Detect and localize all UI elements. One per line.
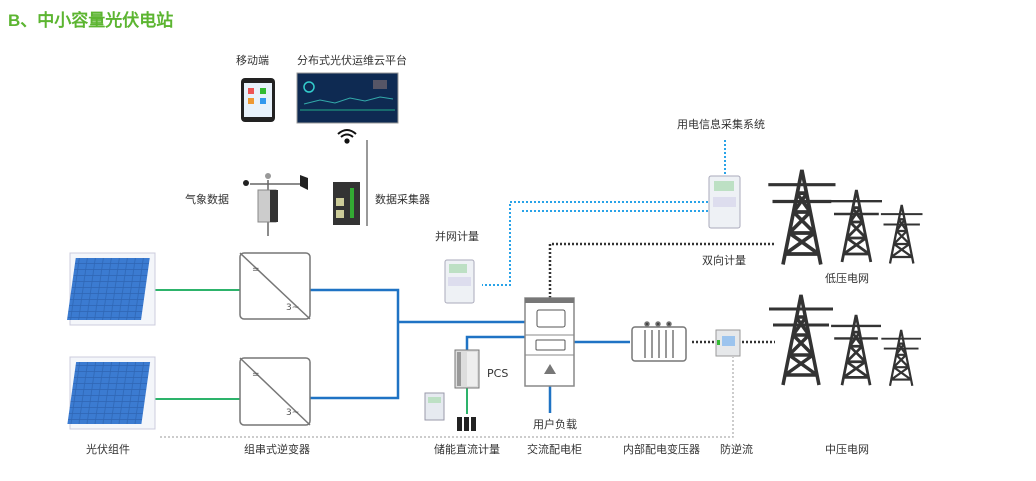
ac-cabinet-icon bbox=[524, 297, 575, 387]
user-load-label: 用户负载 bbox=[533, 417, 577, 431]
solar-panel-icon bbox=[67, 356, 156, 430]
connection-lines bbox=[155, 140, 775, 438]
anti-backflow-label: 防逆流 bbox=[720, 442, 753, 456]
transformer-icon bbox=[631, 321, 687, 362]
inverter-symbols: = 3~ = 3~ bbox=[252, 265, 299, 418]
transformer-label: 内部配电变压器 bbox=[623, 442, 700, 456]
grid-meter-icon bbox=[444, 259, 475, 304]
mobile-phone-icon bbox=[241, 78, 275, 122]
weather-station-icon bbox=[243, 173, 308, 236]
inverter-icon bbox=[239, 252, 311, 426]
collector-label: 数据采集器 bbox=[375, 192, 430, 206]
solar-panel-icon bbox=[67, 252, 156, 326]
ac-cabinet-label: 交流配电柜 bbox=[527, 442, 582, 456]
data-collector-icon bbox=[333, 182, 360, 225]
aux-line bbox=[160, 357, 734, 438]
weather-label: 气象数据 bbox=[185, 192, 229, 206]
comm-lines bbox=[482, 140, 726, 286]
medium-voltage-tower-icon bbox=[767, 293, 923, 387]
smart-meter-icon bbox=[708, 175, 741, 229]
wifi-icon bbox=[337, 129, 357, 144]
svg-text:3~: 3~ bbox=[286, 303, 299, 313]
power-info-system-label: 用电信息采集系统 bbox=[677, 117, 765, 131]
medium-voltage-grid-label: 中压电网 bbox=[825, 443, 869, 456]
svg-text:=: = bbox=[252, 265, 260, 275]
bidirectional-lines bbox=[548, 242, 775, 344]
ac-lines bbox=[310, 288, 630, 413]
low-voltage-grid-label: 低压电网 bbox=[825, 272, 869, 285]
anti-backflow-meter-icon bbox=[715, 329, 741, 357]
pcs-label: PCS bbox=[487, 367, 508, 380]
mobile-label: 移动端 bbox=[236, 54, 269, 67]
cloud-platform-label: 分布式光伏运维云平台 bbox=[297, 53, 407, 67]
storage-dc-meter-label: 储能直流计量 bbox=[434, 442, 500, 456]
low-voltage-tower-icon bbox=[766, 168, 924, 267]
pv-modules-label: 光伏组件 bbox=[86, 442, 130, 456]
dc-meter-icon bbox=[424, 392, 445, 421]
svg-text:=: = bbox=[252, 370, 260, 380]
dc-lines bbox=[155, 289, 240, 400]
string-inverter-label: 组串式逆变器 bbox=[244, 442, 310, 456]
cloud-dashboard-icon bbox=[296, 72, 399, 124]
pcs-cabinet-icon bbox=[454, 349, 480, 389]
grid-meter-label: 并网计量 bbox=[435, 229, 479, 243]
page-title: B、中小容量光伏电站 bbox=[8, 10, 173, 30]
bidirectional-meter-label: 双向计量 bbox=[702, 253, 746, 267]
battery-icon bbox=[457, 417, 476, 431]
svg-text:3~: 3~ bbox=[286, 408, 299, 418]
